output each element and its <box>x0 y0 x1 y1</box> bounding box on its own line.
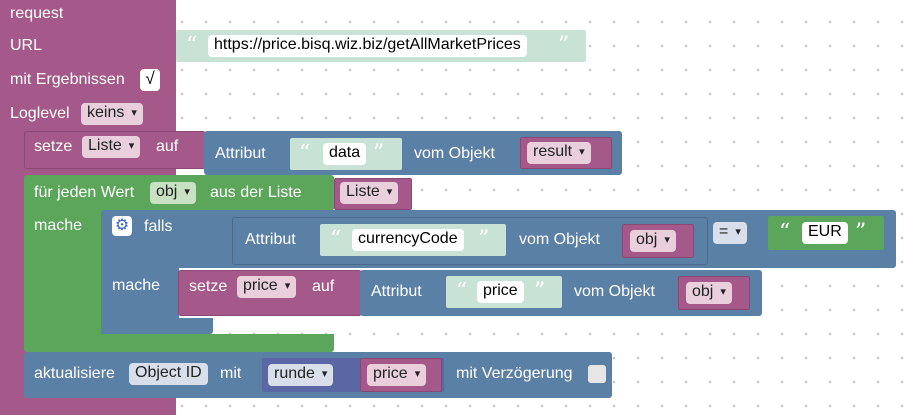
close-quote-icon: ” <box>373 141 385 166</box>
price-obj-dropdown[interactable]: obj <box>686 282 732 304</box>
foreach-var-dropdown[interactable]: obj <box>150 182 196 204</box>
delay-label: mit Verzögerung <box>456 365 573 382</box>
open-quote-icon: “ <box>186 33 198 58</box>
round-price-dropdown[interactable]: price <box>367 364 427 386</box>
url-label: URL <box>10 37 43 54</box>
if-block-bottom <box>101 318 213 334</box>
price-vom-objekt-label: vom Objekt <box>574 283 655 300</box>
get-attr-label: Attribut <box>215 145 266 162</box>
foreach-block-left-rail <box>24 205 102 340</box>
delay-checkbox[interactable] <box>588 365 606 383</box>
update-label: aktualisiere <box>34 365 115 382</box>
set-price-setze: setze <box>189 278 228 295</box>
request-label: request <box>10 5 64 22</box>
if-falls-label: falls <box>144 218 173 235</box>
open-quote-icon: “ <box>779 220 791 245</box>
results-checkbox[interactable]: √ <box>140 69 160 91</box>
open-quote-icon: “ <box>456 279 468 304</box>
object-id-field[interactable]: Object ID <box>129 363 208 385</box>
loglevel-label: Loglevel <box>10 105 70 122</box>
if-attr-label: Attribut <box>245 231 296 248</box>
results-label: mit Ergebnissen <box>10 71 125 88</box>
if-vom-objekt-label: vom Objekt <box>519 231 600 248</box>
price-attr-label: Attribut <box>371 283 422 300</box>
close-quote-icon: ” <box>534 279 546 304</box>
close-quote-icon: ” <box>558 33 570 58</box>
currency-text-field[interactable]: currencyCode <box>352 229 464 251</box>
price-text-field[interactable]: price <box>477 281 524 303</box>
set-price-auf: auf <box>312 278 335 295</box>
if-mache-label: mache <box>112 277 161 294</box>
close-quote-icon: ” <box>855 220 867 245</box>
close-quote-icon: ” <box>478 227 490 252</box>
gear-icon[interactable]: ⚙ <box>112 216 132 236</box>
set-list-block[interactable] <box>24 131 206 169</box>
operator-dropdown[interactable]: = <box>713 222 747 244</box>
set-list-auf: auf <box>156 138 179 155</box>
open-quote-icon: “ <box>299 141 311 166</box>
foreach-label: für jeden Wert <box>34 184 135 201</box>
request-block-top-extension <box>0 0 176 2</box>
foreach-aus-label: aus der Liste <box>210 184 302 201</box>
set-price-var-dropdown[interactable]: price <box>237 276 297 298</box>
url-text-field[interactable]: https://price.bisq.wiz.biz/getAllMarketP… <box>208 35 527 57</box>
data-text-field[interactable]: data <box>323 143 367 165</box>
open-quote-icon: “ <box>330 227 342 252</box>
foreach-list-dropdown[interactable]: Liste <box>340 182 399 204</box>
round-dropdown[interactable]: runde <box>268 364 334 386</box>
if-obj-dropdown[interactable]: obj <box>630 230 676 252</box>
foreach-block-bottom <box>24 334 334 352</box>
eur-text-field[interactable]: EUR <box>802 222 848 244</box>
update-mit-label: mit <box>220 365 242 382</box>
vom-objekt-label: vom Objekt <box>414 145 495 162</box>
foreach-mache-label: mache <box>34 217 83 234</box>
loglevel-dropdown[interactable]: keins <box>81 103 143 125</box>
set-list-var-dropdown[interactable]: Liste <box>82 136 141 158</box>
result-var-dropdown[interactable]: result <box>527 142 591 164</box>
set-list-setze: setze <box>34 138 73 155</box>
